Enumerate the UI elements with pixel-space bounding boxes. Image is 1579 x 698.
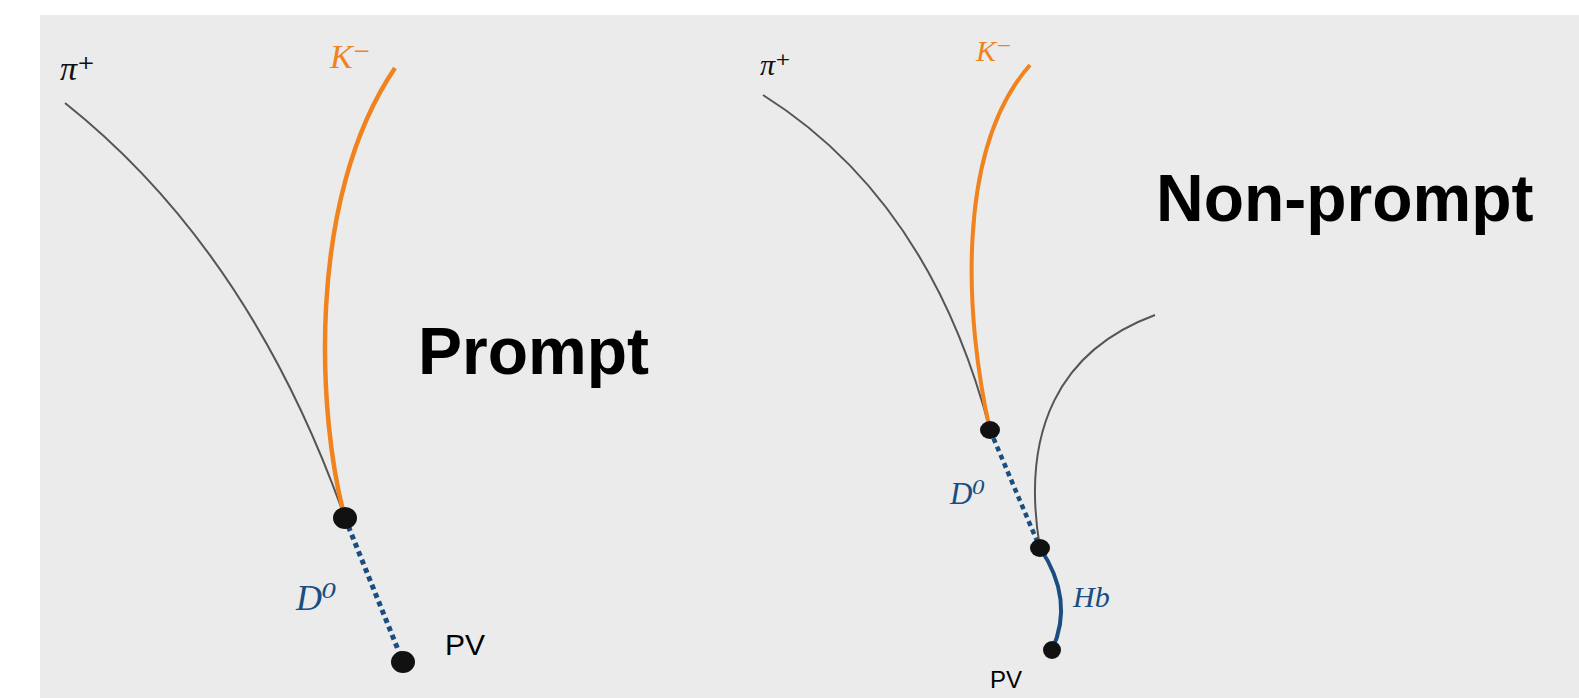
kaon-track bbox=[325, 68, 395, 518]
hb-flight-line bbox=[1040, 548, 1061, 650]
d0-flight-line bbox=[990, 430, 1040, 548]
extra-track bbox=[1035, 315, 1155, 548]
secondary-vertex bbox=[1030, 539, 1050, 557]
particle-label: D⁰ bbox=[950, 478, 985, 509]
particle-label: K⁻ bbox=[976, 36, 1012, 66]
background-panel bbox=[40, 15, 1579, 698]
particle-label: π⁺ bbox=[760, 50, 791, 80]
vertex-label: PV bbox=[445, 630, 485, 660]
particle-label: π⁺ bbox=[60, 52, 95, 86]
panel-title: Prompt bbox=[418, 318, 649, 384]
particle-label: D⁰ bbox=[296, 580, 336, 616]
kaon-track bbox=[972, 65, 1030, 430]
primary-vertex bbox=[1043, 641, 1061, 659]
d0-flight-line bbox=[345, 518, 403, 662]
decay-vertex bbox=[980, 421, 1000, 439]
decay-vertex bbox=[333, 507, 357, 529]
primary-vertex bbox=[391, 651, 415, 673]
vertex-label: PV bbox=[990, 668, 1022, 692]
particle-label: K⁻ bbox=[330, 40, 371, 74]
pion-track bbox=[65, 103, 345, 518]
particle-label: Hb bbox=[1073, 582, 1110, 612]
panel-title: Non-prompt bbox=[1156, 165, 1534, 231]
pion-track bbox=[763, 95, 990, 430]
